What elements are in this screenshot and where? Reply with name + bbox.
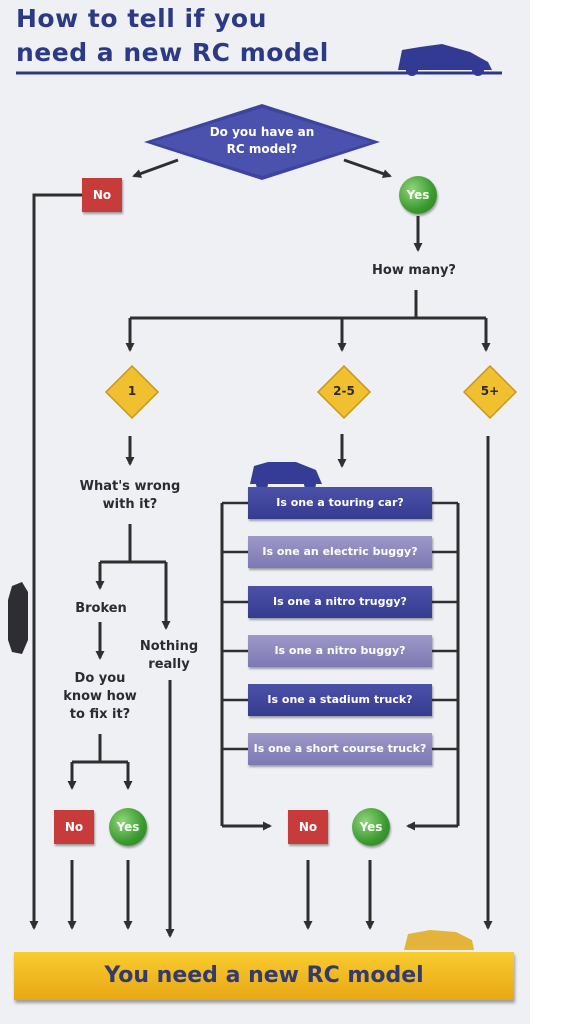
arrow-to-no xyxy=(132,158,179,178)
no-answer-box: No xyxy=(82,178,122,212)
title-line-2: need a new RC model xyxy=(16,38,329,67)
broken-label: Broken xyxy=(75,601,127,616)
checklist-item-short-course-truck: Is one a short course truck? xyxy=(248,733,432,765)
count-few-diamond xyxy=(316,364,372,420)
checklist-no-box: No xyxy=(288,810,328,844)
truck-silhouette-icon xyxy=(8,582,28,654)
arrow-to-yes xyxy=(343,158,392,178)
fix-line-3: to fix it? xyxy=(69,707,131,722)
fix-line-1: Do you xyxy=(74,671,126,686)
checklist-item-touring-car: Is one a touring car? xyxy=(248,487,432,519)
fix-question: Do you know how to fix it? xyxy=(50,670,150,724)
start-question: Do you have an RC model? xyxy=(182,124,342,158)
yes-answer-circle: Yes xyxy=(399,176,437,214)
nothing-line-2: really xyxy=(148,657,190,672)
count-one-diamond xyxy=(104,364,160,420)
fix-yes-circle: Yes xyxy=(109,808,147,846)
flowchart-page: How to tell if you need a new RC model xyxy=(0,0,530,1024)
whats-wrong-question: What's wrong with it? xyxy=(60,478,200,514)
start-question-line-1: Do you have an xyxy=(209,125,315,139)
flowchart-connectors xyxy=(8,44,518,950)
result-banner: You need a new RC model xyxy=(14,952,514,1000)
car-silhouette-icon xyxy=(398,44,492,76)
count-one-label: 1 xyxy=(127,384,137,398)
checklist-yes-circle: Yes xyxy=(352,808,390,846)
start-diamond-shape xyxy=(144,104,380,180)
whats-wrong-line-2: with it? xyxy=(102,497,158,512)
nothing-line-1: Nothing xyxy=(139,639,199,654)
count-many-diamond xyxy=(462,364,518,420)
nothing-really-label: Nothing really xyxy=(128,638,210,674)
how-many-label: How many? xyxy=(372,263,456,278)
checklist-item-nitro-truggy: Is one a nitro truggy? xyxy=(248,586,432,618)
checklist-item-electric-buggy: Is one an electric buggy? xyxy=(248,536,432,568)
whats-wrong-line-1: What's wrong xyxy=(79,479,181,494)
start-question-line-2: RC model? xyxy=(226,142,298,156)
buggy-silhouette-icon xyxy=(250,462,322,490)
car-silhouette-icon xyxy=(404,930,474,950)
right-margin xyxy=(530,0,576,1024)
count-few-label: 2-5 xyxy=(333,384,355,398)
checklist-item-nitro-buggy: Is one a nitro buggy? xyxy=(248,635,432,667)
count-many-label: 5+ xyxy=(480,384,500,398)
fix-no-box: No xyxy=(54,810,94,844)
title-line-1: How to tell if you xyxy=(16,4,267,33)
fix-line-2: know how xyxy=(63,689,137,704)
checklist-item-stadium-truck: Is one a stadium truck? xyxy=(248,684,432,716)
arrow-no-to-result xyxy=(29,193,82,930)
